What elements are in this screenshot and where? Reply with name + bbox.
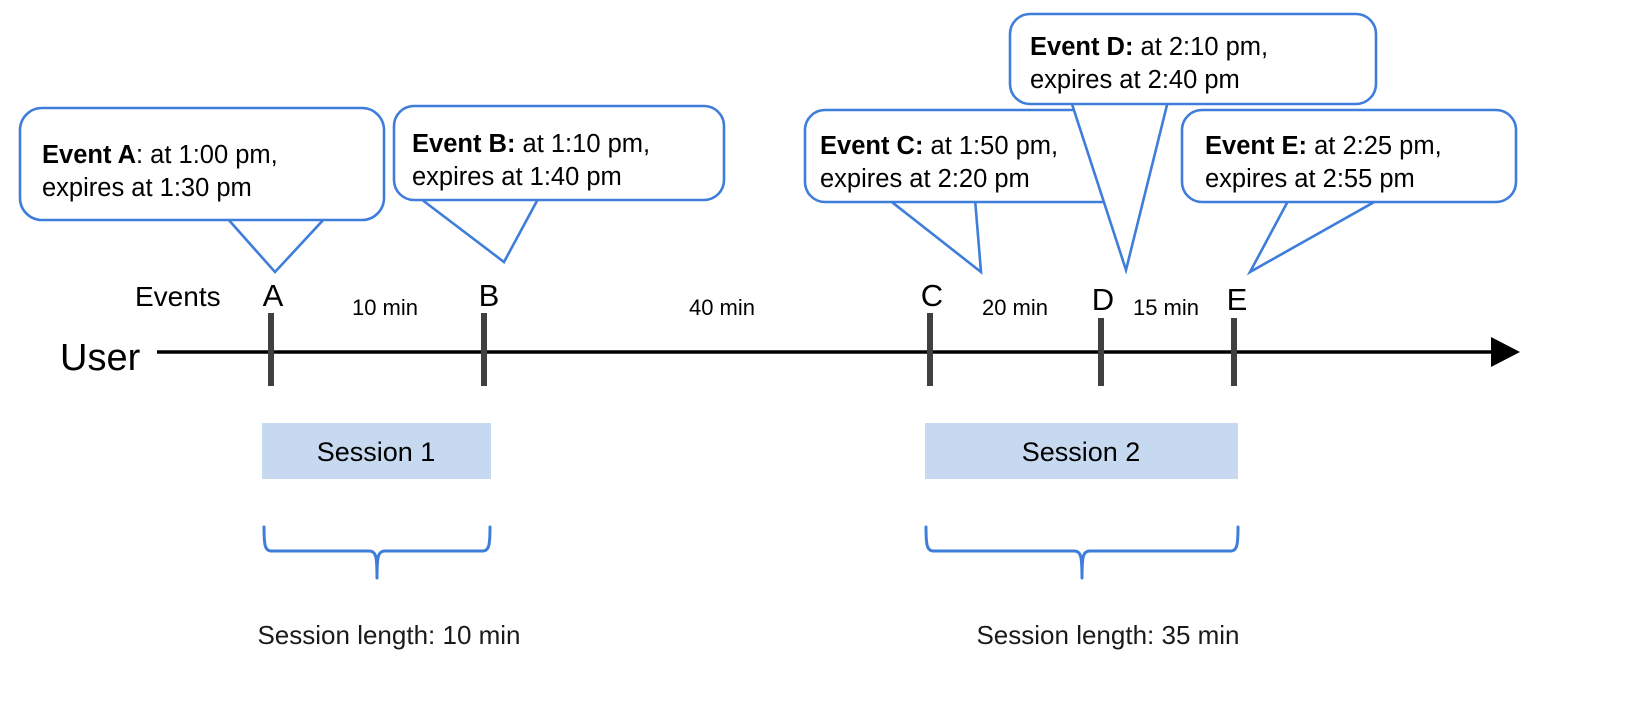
brace-session-2 [924,525,1240,580]
event-letter-e: E [1227,282,1248,317]
event-letter-c: C [921,278,943,313]
callout-d-rest: at 2:10 pm, [1133,33,1268,61]
gap-label-b-c: 40 min [689,295,755,320]
session-bar-1[interactable] [262,423,491,479]
callout-c-bold: Event C: [820,132,923,160]
session-bars [262,423,1238,479]
axis-arrowhead [1491,337,1520,367]
callout-e-line2: expires at 2:55 pm [1205,165,1415,193]
callout-text-e: Event E: at 2:25 pm, [1205,132,1442,160]
lane-label-user: User [60,337,141,379]
callout-b-bold: Event B: [412,130,515,158]
callout-text-d: Event D: at 2:10 pm, [1030,33,1268,61]
callout-c-rest: at 1:50 pm, [923,132,1058,160]
event-ticks [268,313,1237,386]
callout-b-line2: expires at 1:40 pm [412,163,622,191]
callout-event-d [1008,12,1378,275]
callout-event-a [18,106,386,274]
session-braces [262,525,1240,580]
timeline-axis [157,337,1520,367]
session-length-label-1: Session length: 10 min [257,620,520,650]
callout-event-e [1180,108,1518,276]
event-letter-d: D [1092,282,1114,317]
event-letter-b: B [479,278,500,313]
gap-label-c-d: 20 min [982,295,1048,320]
callout-box-d [1008,12,1378,106]
callout-text-a: Event A: at 1:00 pm, [42,141,278,169]
callout-d-line2: expires at 2:40 pm [1030,66,1240,94]
callout-b-rest: at 1:10 pm, [515,130,650,158]
callout-text-c: Event C: at 1:50 pm, [820,132,1058,160]
session-label-1: Session 1 [317,437,436,467]
callout-a-line2: expires at 1:30 pm [42,174,252,202]
callout-event-b [392,104,726,264]
session-label-2: Session 2 [1022,437,1141,467]
brace-session-1 [262,525,492,580]
callout-e-rest: at 2:25 pm, [1307,132,1442,160]
callout-a-bold: Event A [42,141,136,169]
callout-box-a [18,106,386,222]
lane-label-events: Events [135,281,221,312]
event-letter-a: A [263,278,284,313]
callout-text-b: Event B: at 1:10 pm, [412,130,650,158]
callout-a-rest: : at 1:00 pm, [136,141,278,169]
callout-d-bold: Event D: [1030,33,1133,61]
session-length-label-2: Session length: 35 min [976,620,1239,650]
gap-label-a-b: 10 min [352,295,418,320]
callout-e-bold: Event E: [1205,132,1307,160]
callout-event-c [803,108,1137,275]
session-bar-2[interactable] [925,423,1238,479]
callout-c-line2: expires at 2:20 pm [820,165,1030,193]
callout-box-e [1180,108,1518,204]
gap-label-d-e: 15 min [1133,295,1199,320]
callout-box-b [392,104,726,202]
